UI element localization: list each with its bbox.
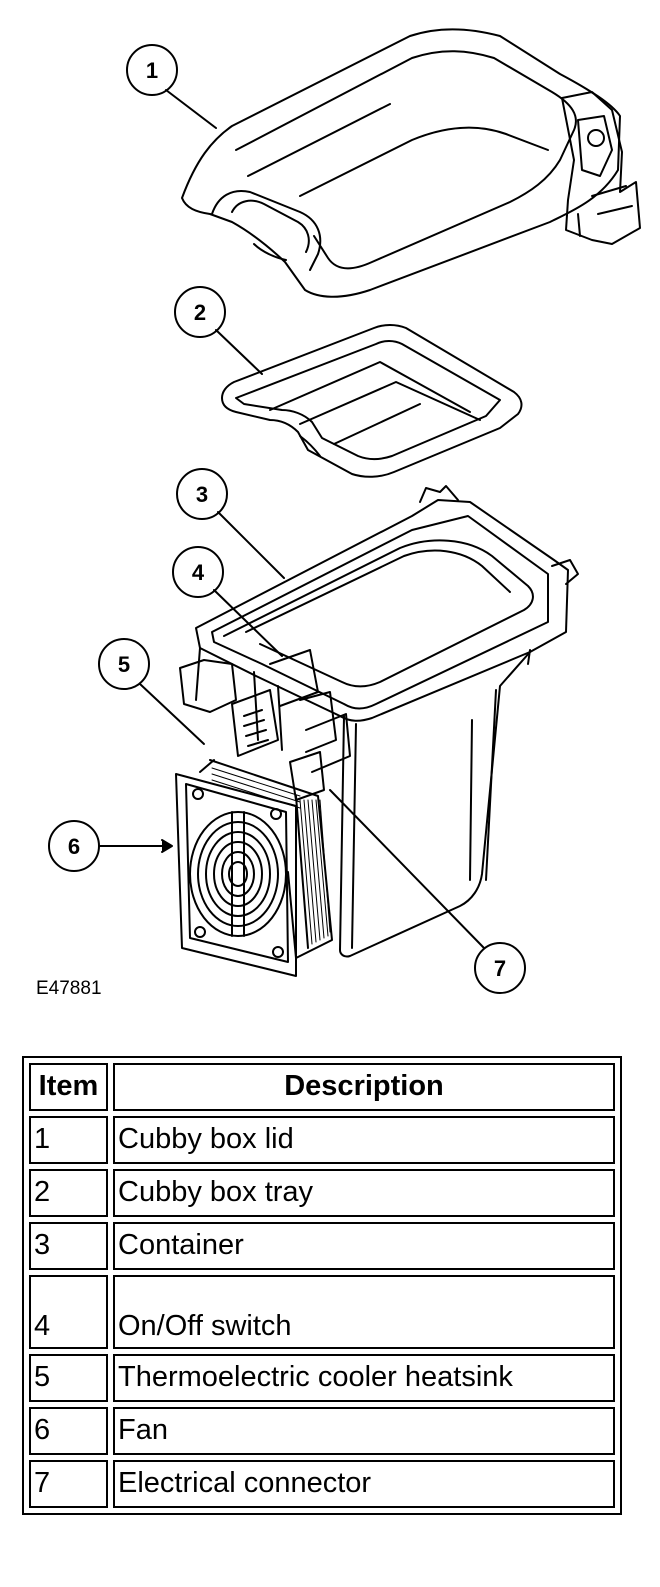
description-cell: On/Off switch	[113, 1275, 615, 1349]
table-row: 1 Cubby box lid	[29, 1116, 615, 1164]
table-row: 6 Fan	[29, 1407, 615, 1455]
callout-5-label: 5	[118, 652, 130, 677]
item-cell: 5	[29, 1354, 108, 1402]
callout-1-label: 1	[146, 58, 158, 83]
item-cell: 4	[29, 1275, 108, 1349]
container-drawing	[179, 485, 579, 958]
cubby-box-lid-drawing	[181, 28, 641, 298]
callout-3	[176, 468, 285, 579]
table-row: 5 Thermoelectric cooler heatsink	[29, 1354, 615, 1402]
table-row: 3 Container	[29, 1222, 615, 1270]
callout-7-label: 7	[494, 956, 506, 981]
callout-3-label: 3	[196, 482, 208, 507]
item-cell: 6	[29, 1407, 108, 1455]
table-header-row: Item Description	[29, 1063, 615, 1111]
description-cell: Fan	[113, 1407, 615, 1455]
description-cell: Cubby box lid	[113, 1116, 615, 1164]
exploded-view-illustration: 1 2 3 4 5 6 7 E47881	[36, 28, 641, 999]
parts-table: Item Description 1 Cubby box lid 2 Cubby…	[22, 1056, 622, 1515]
header-description: Description	[113, 1063, 615, 1111]
table-row: 2 Cubby box tray	[29, 1169, 615, 1217]
item-cell: 2	[29, 1169, 108, 1217]
cubby-box-tray-drawing	[221, 324, 523, 478]
callout-5	[98, 638, 205, 745]
callout-1	[126, 44, 217, 129]
item-cell: 3	[29, 1222, 108, 1270]
fan-heatsink-drawing	[175, 759, 333, 977]
callout-4	[172, 546, 283, 657]
description-cell: Cubby box tray	[113, 1169, 615, 1217]
callout-6-label: 6	[68, 834, 80, 859]
figure-id: E47881	[36, 978, 102, 999]
callout-2-label: 2	[194, 300, 206, 325]
callout-6	[48, 820, 173, 872]
description-cell: Container	[113, 1222, 615, 1270]
callout-2	[174, 286, 263, 375]
callout-4-label: 4	[192, 560, 205, 585]
description-cell: Electrical connector	[113, 1460, 615, 1508]
item-cell: 1	[29, 1116, 108, 1164]
table-row: 4 On/Off switch	[29, 1275, 615, 1349]
header-item: Item	[29, 1063, 108, 1111]
callout-7	[329, 789, 526, 994]
table-row: 7 Electrical connector	[29, 1460, 615, 1508]
item-cell: 7	[29, 1460, 108, 1508]
description-cell: Thermoelectric cooler heatsink	[113, 1354, 615, 1402]
